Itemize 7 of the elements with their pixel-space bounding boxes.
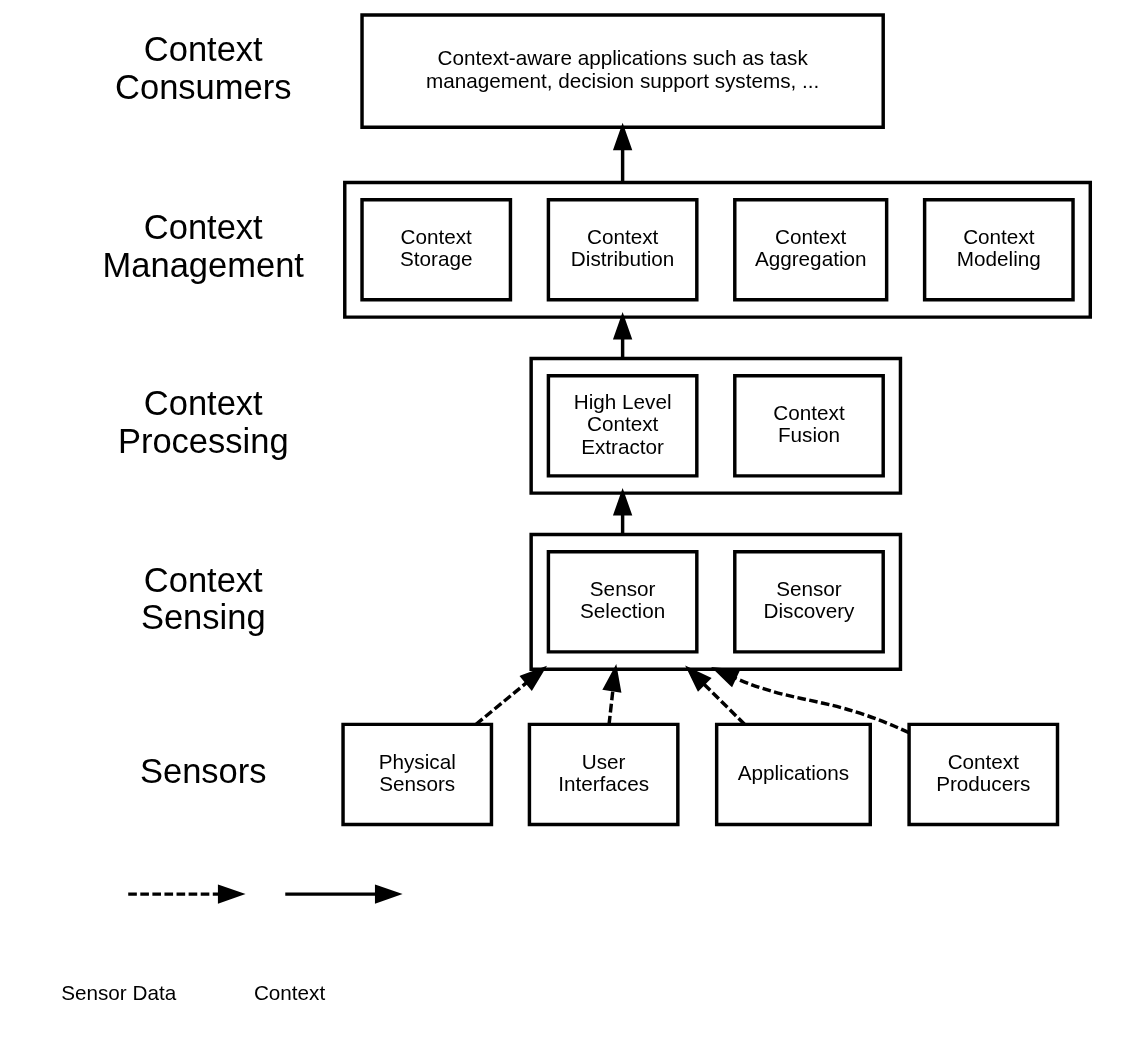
label: Context Management bbox=[102, 208, 304, 285]
legend-label: Sensor Data bbox=[60, 981, 176, 1005]
label: Context Sensing bbox=[140, 560, 266, 637]
legend-label: Context bbox=[253, 981, 325, 1005]
label: Context Consumers bbox=[114, 29, 291, 106]
label: Sensors bbox=[139, 752, 267, 791]
label: Context Processing bbox=[117, 384, 289, 461]
